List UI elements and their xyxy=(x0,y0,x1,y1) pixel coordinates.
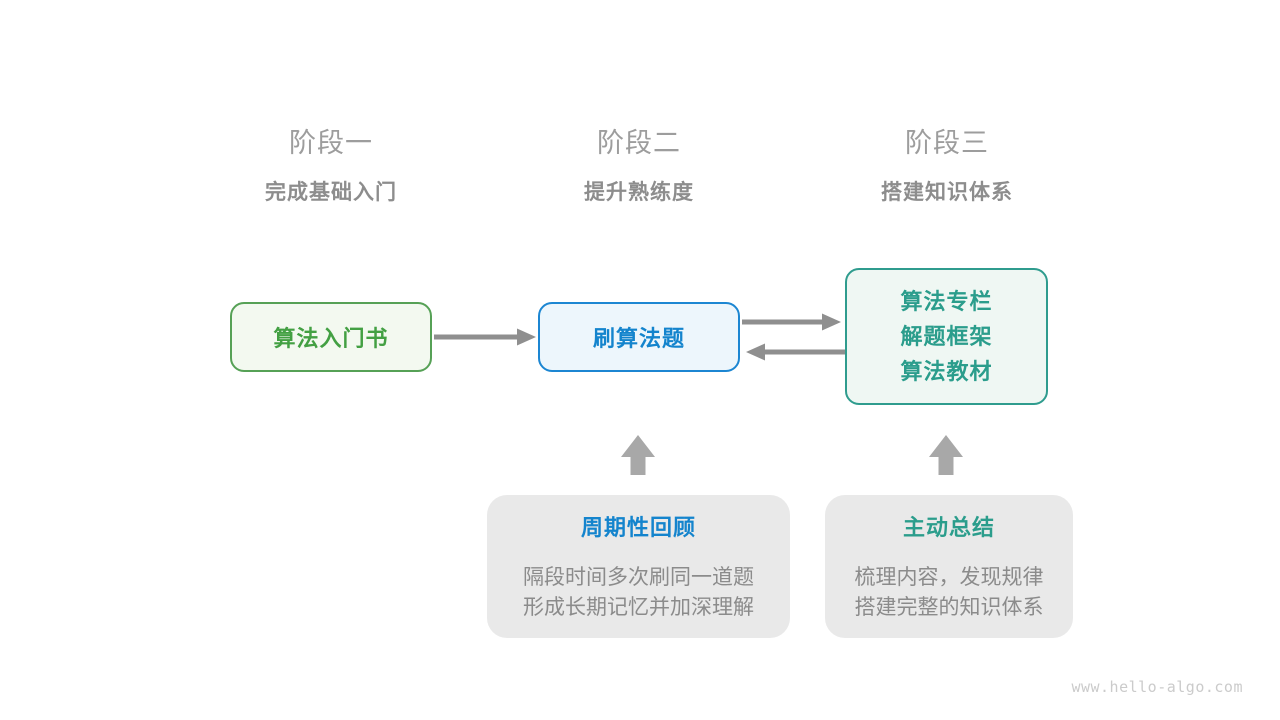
node-intro-book-label: 算法入门书 xyxy=(273,326,389,351)
stage-2-label: 阶段二 xyxy=(597,128,681,158)
note-active-summary-body: 梳理内容，发现规律 搭建完整的知识体系 xyxy=(825,563,1073,623)
note-periodic-review-title: 周期性回顾 xyxy=(580,515,696,540)
stage-header-3: 阶段三 搭建知识体系 xyxy=(797,128,1097,206)
node-resources: 算法专栏 解题框架 算法教材 xyxy=(845,268,1048,405)
arrow-practice-to-resources-head xyxy=(822,313,841,331)
note-active-summary-line-2: 搭建完整的知识体系 xyxy=(854,596,1044,619)
node-resources-line-3: 算法教材 xyxy=(900,359,993,384)
stage-3-label: 阶段三 xyxy=(905,128,989,158)
stage-header-1: 阶段一 完成基础入门 xyxy=(181,128,481,206)
watermark-url: www.hello-algo.com xyxy=(1071,678,1243,696)
arrow-intro-to-practice-head xyxy=(517,328,536,346)
note-periodic-review-body: 隔段时间多次刷同一道题 形成长期记忆并加深理解 xyxy=(487,563,790,623)
node-intro-book: 算法入门书 xyxy=(230,302,432,372)
stage-header-2: 阶段二 提升熟练度 xyxy=(489,128,789,206)
stage-2-subtitle: 提升熟练度 xyxy=(584,181,694,204)
arrow-resources-to-practice-head xyxy=(746,343,765,361)
note-active-summary: 主动总结 梳理内容，发现规律 搭建完整的知识体系 xyxy=(825,495,1073,638)
block-arrow-summary-up xyxy=(929,435,963,475)
stage-1-label: 阶段一 xyxy=(289,128,373,158)
node-resources-line-2: 解题框架 xyxy=(900,324,993,349)
note-active-summary-line-1: 梳理内容，发现规律 xyxy=(854,566,1044,589)
node-practice: 刷算法题 xyxy=(538,302,740,372)
stage-3-subtitle: 搭建知识体系 xyxy=(881,181,1013,204)
node-practice-label: 刷算法题 xyxy=(592,326,685,351)
block-arrow-review-up xyxy=(621,435,655,475)
node-resources-line-1: 算法专栏 xyxy=(900,289,993,314)
note-active-summary-title: 主动总结 xyxy=(902,515,995,540)
note-periodic-review: 周期性回顾 隔段时间多次刷同一道题 形成长期记忆并加深理解 xyxy=(487,495,790,638)
note-periodic-review-line-1: 隔段时间多次刷同一道题 xyxy=(523,566,754,589)
note-periodic-review-line-2: 形成长期记忆并加深理解 xyxy=(523,596,754,619)
stage-1-subtitle: 完成基础入门 xyxy=(265,181,397,204)
